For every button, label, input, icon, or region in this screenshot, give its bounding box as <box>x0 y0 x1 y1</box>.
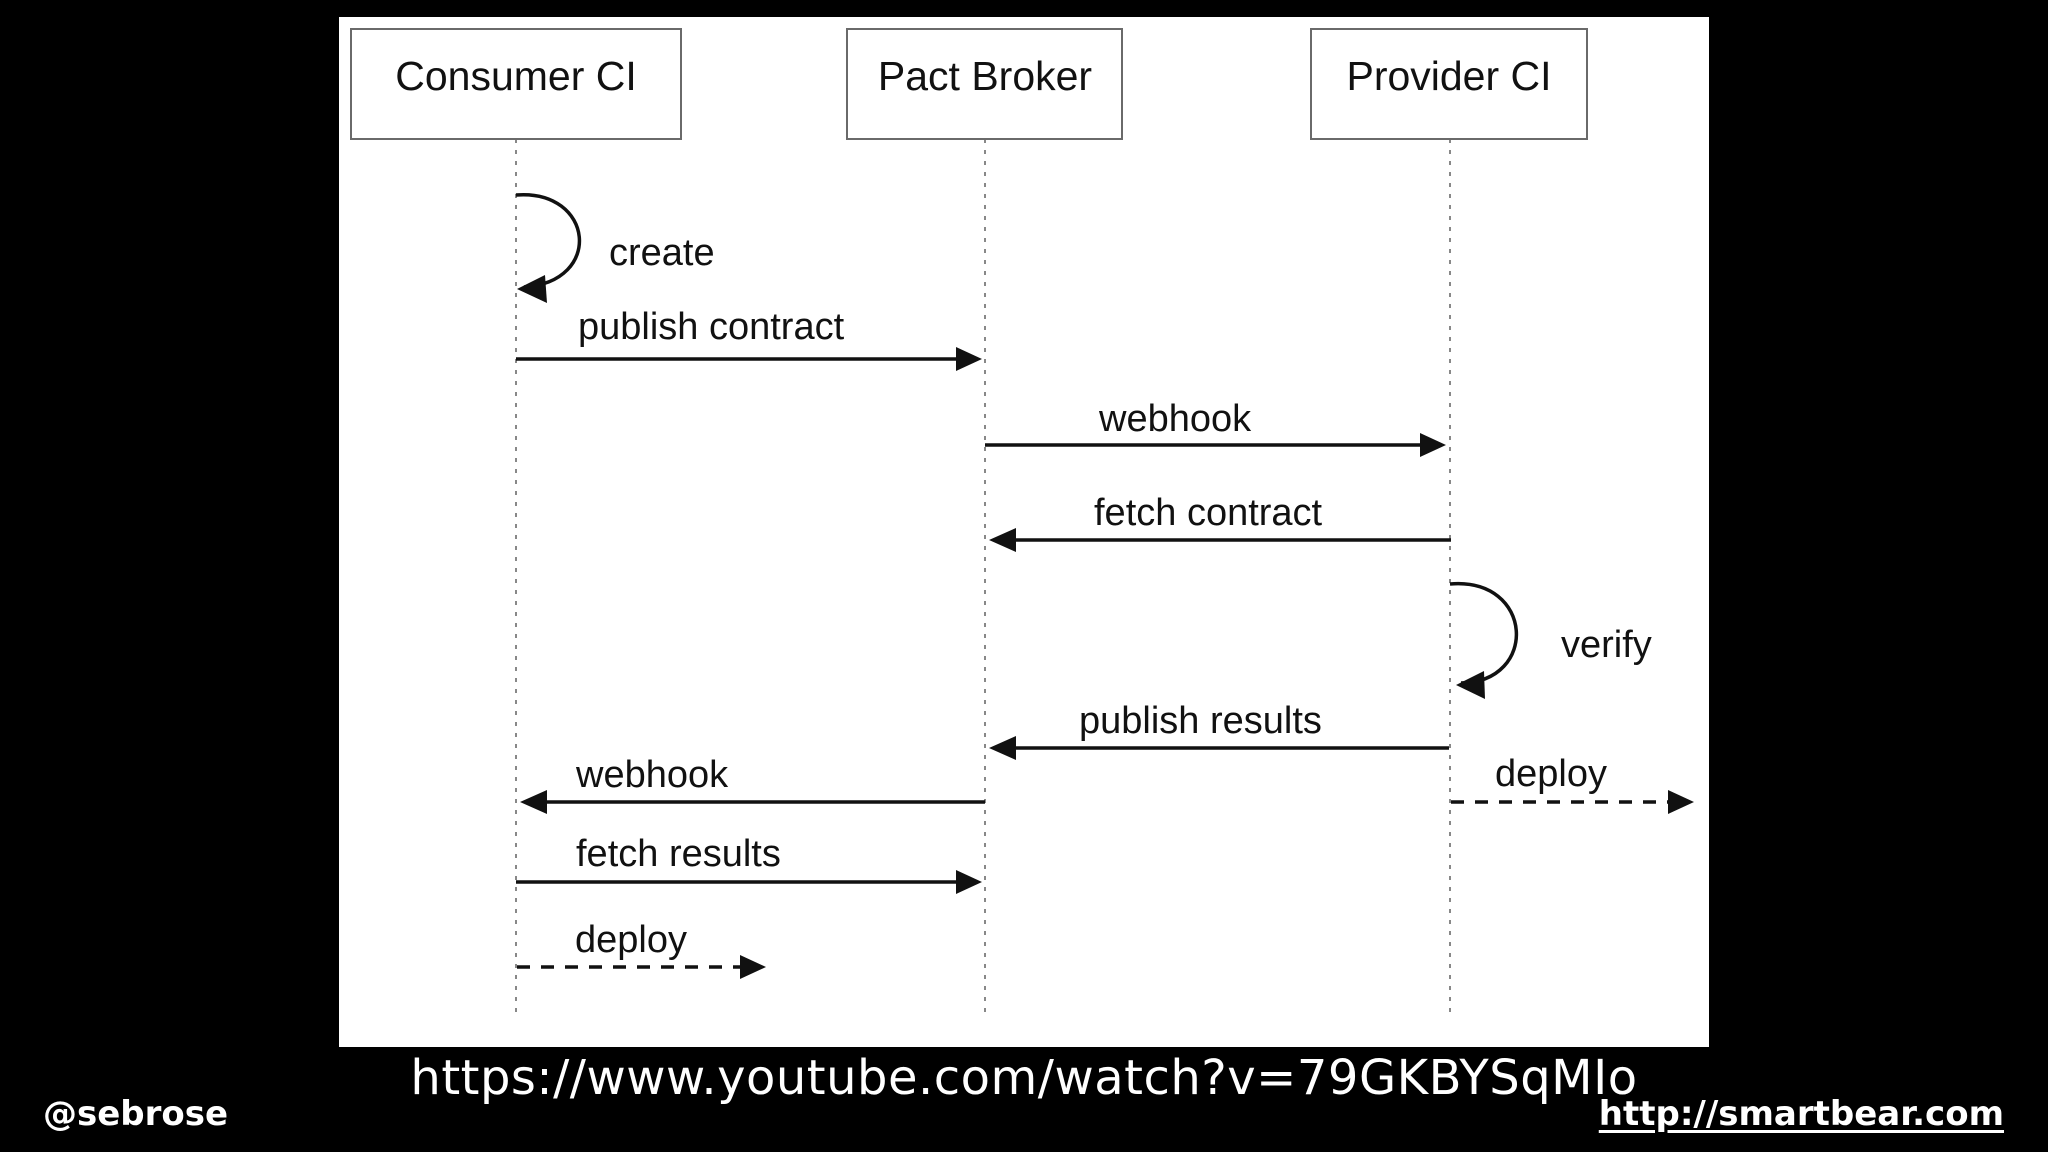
message-publish-contract-label: publish contract <box>578 306 845 348</box>
site-link[interactable]: http://smartbear.com <box>1598 1094 2004 1134</box>
message-create-label: create <box>609 232 715 274</box>
message-create-arrow <box>515 193 581 292</box>
sequence-diagram-svg: Consumer CI Pact Broker Provider CI crea… <box>350 28 1694 1017</box>
participant-box-provider <box>1310 28 1588 140</box>
message-consumer-deploy-arrowhead <box>740 955 766 979</box>
message-verify-arrow <box>1449 582 1519 685</box>
message-publish-results-label: publish results <box>1079 700 1322 742</box>
participant-label-consumer: Consumer CI <box>395 53 637 99</box>
message-publish-results-arrowhead <box>989 736 1016 760</box>
message-webhook-to-provider-label: webhook <box>1098 398 1252 440</box>
participant-box-consumer <box>350 28 682 140</box>
twitter-handle: @sebrose <box>43 1094 229 1134</box>
sequence-diagram: Consumer CI Pact Broker Provider CI crea… <box>339 17 1709 1047</box>
participant-box-broker <box>846 28 1123 140</box>
message-verify-arrowhead <box>1456 671 1485 699</box>
message-create-arrowhead <box>517 275 547 303</box>
message-provider-deploy-label: deploy <box>1495 753 1607 795</box>
message-webhook-to-consumer-label: webhook <box>575 754 729 796</box>
message-verify-label: verify <box>1561 624 1652 666</box>
message-publish-contract-arrowhead <box>956 347 982 371</box>
message-fetch-contract-arrowhead <box>989 528 1016 552</box>
participant-label-broker: Pact Broker <box>878 53 1092 99</box>
message-fetch-results-arrowhead <box>956 870 982 894</box>
message-provider-deploy-arrowhead <box>1668 790 1694 814</box>
message-fetch-results-label: fetch results <box>576 833 781 875</box>
message-webhook-to-consumer-arrowhead <box>520 790 547 814</box>
message-consumer-deploy-label: deploy <box>575 919 687 961</box>
message-webhook-to-provider-arrowhead <box>1420 433 1446 457</box>
video-url-caption: https://www.youtube.com/watch?v=79GKBYSq… <box>410 1050 1638 1106</box>
participant-label-provider: Provider CI <box>1346 53 1551 99</box>
message-fetch-contract-label: fetch contract <box>1094 492 1323 534</box>
